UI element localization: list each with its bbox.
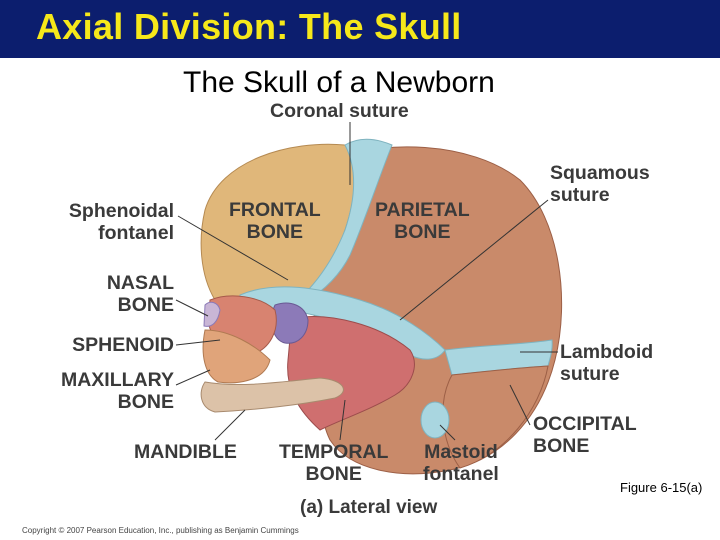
leader-occipital (509, 384, 531, 426)
leader-temporal (339, 399, 346, 441)
label-temporal-bone: TEMPORAL BONE (279, 441, 389, 485)
slide-title: Axial Division: The Skull (36, 6, 462, 47)
copyright-notice: Copyright © 2007 Pearson Education, Inc.… (22, 526, 299, 535)
label-maxillary-bone: MAXILLARY BONE (60, 369, 174, 413)
label-mastoid-fontanel: Mastoid fontanel (423, 441, 499, 485)
view-caption: (a) Lateral view (300, 497, 438, 518)
maxilla-shape (202, 329, 271, 384)
coronal-suture-band (296, 138, 393, 303)
label-coronal-suture: Coronal suture (270, 100, 409, 122)
slide-subtitle: The Skull of a Newborn (183, 66, 495, 99)
sphenoid-bone-shape (271, 302, 309, 344)
label-squamous-suture: Squamous suture (550, 162, 650, 206)
label-sphenoid: SPHENOID (72, 334, 174, 356)
label-occipital-bone: OCCIPITAL BONE (533, 413, 637, 457)
leader-sphenoid (175, 339, 221, 346)
leader-nasal (175, 299, 209, 317)
figure-reference: Figure 6-15(a) (620, 480, 703, 495)
label-frontal-bone: FRONTAL BONE (229, 199, 321, 243)
label-nasal-bone: NASAL BONE (106, 272, 174, 316)
title-bar: Axial Division: The Skull (0, 0, 720, 58)
leader-mastoid (439, 424, 456, 441)
temporal-bone-shape (287, 316, 415, 431)
label-parietal-bone: PARIETAL BONE (375, 199, 470, 243)
leader-sphenoidal (177, 215, 289, 281)
leader-maxillary (175, 369, 211, 386)
leader-squamous (399, 199, 549, 321)
label-mandible: MANDIBLE (134, 441, 237, 463)
leader-mandible (214, 409, 246, 441)
label-sphenoidal-fontanel: Sphenoidal fontanel (68, 200, 174, 244)
mandible-shape (200, 377, 344, 413)
mastoid-fontanel-shape (420, 401, 450, 439)
label-lambdoid-suture: Lambdoid suture (560, 341, 654, 385)
nasal-bone-shape (203, 301, 221, 327)
